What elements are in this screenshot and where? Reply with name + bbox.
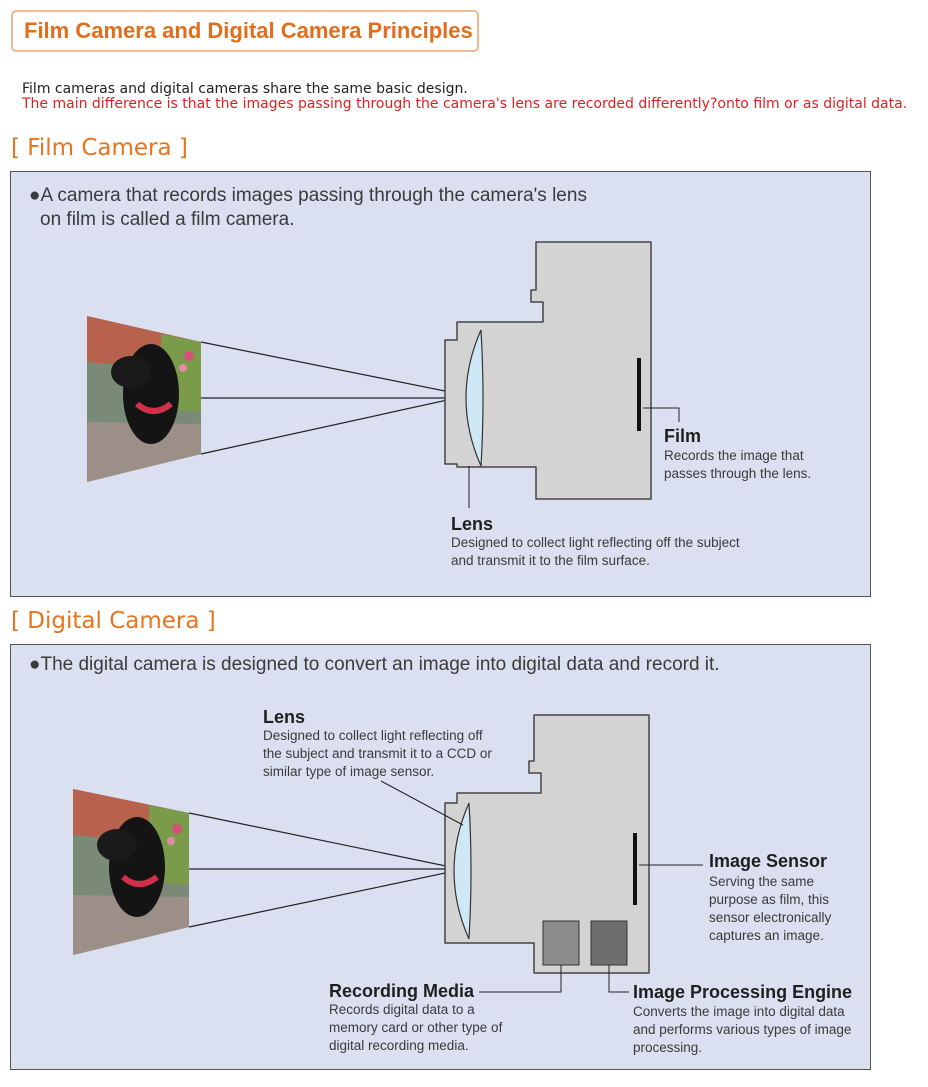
processing-engine-desc-line-3: processing. [633, 1040, 703, 1055]
image-sensor-label: Image Sensor [709, 851, 828, 871]
image-sensor-desc-line-2: purpose as film, this [709, 892, 830, 907]
processing-engine-chip [590, 920, 628, 966]
lens-desc-line-2: and transmit it to the film surface. [451, 553, 650, 568]
recording-media-desc-line-1: Records digital data to a [329, 1002, 475, 1017]
processing-engine-label: Image Processing Engine [633, 982, 853, 1002]
lens-label: Lens [263, 707, 306, 727]
film-lead-line-2: on film is called a film camera. [40, 209, 295, 230]
camera-body [444, 241, 652, 500]
recording-media-label: Recording Media [329, 981, 475, 1001]
lens-desc-line-3: similar type of image sensor. [263, 764, 435, 779]
film-desc-line-1: Records the image that [664, 448, 804, 463]
film-camera-heading: [ Film Camera ] [11, 135, 188, 161]
digital-camera-illustration [73, 714, 703, 993]
film-strip [637, 358, 641, 431]
lens-label: Lens [451, 514, 494, 534]
film-label: Film [664, 426, 702, 446]
image-sensor-desc-line-3: sensor electronically [709, 910, 832, 925]
film-desc-line-2: passes through the lens. [664, 466, 812, 481]
intro-text-line-2: The main difference is that the images p… [22, 96, 908, 112]
image-sensor [633, 833, 637, 905]
subject-photo [73, 789, 189, 955]
recording-media-desc-line-2: memory card or other type of [329, 1020, 503, 1035]
lens-element [465, 329, 484, 467]
processing-engine-desc-line-1: Converts the image into digital data [633, 1004, 845, 1019]
lens-desc-line-2: the subject and transmit it to a CCD or [263, 746, 492, 761]
film-lead-line-1: ●A camera that records images passing th… [29, 185, 587, 206]
film-callout-line [643, 407, 680, 422]
recording-media-chip [542, 920, 580, 966]
digital-camera-heading: [ Digital Camera ] [11, 608, 216, 634]
lens-desc-line-1: Designed to collect light reflecting off… [451, 535, 740, 550]
film-camera-diagram: ●A camera that records images passing th… [10, 171, 871, 597]
recording-media-desc-line-3: digital recording media. [329, 1038, 469, 1053]
camera-body [444, 714, 650, 974]
digital-lead: ●The digital camera is designed to conve… [29, 654, 720, 675]
image-sensor-desc-line-4: captures an image. [709, 928, 824, 943]
image-sensor-desc-line-1: Serving the same [709, 874, 815, 889]
processing-engine-desc-line-2: and performs various types of image [633, 1022, 852, 1037]
subject-photo [87, 316, 201, 482]
engine-callout-line [608, 965, 629, 993]
lens-desc-line-1: Designed to collect light reflecting off [263, 728, 483, 743]
page-title: Film Camera and Digital Camera Principle… [24, 18, 473, 43]
lens-element [453, 802, 472, 940]
media-callout-line [479, 965, 562, 993]
page-title-box: Film Camera and Digital Camera Principle… [11, 10, 479, 52]
digital-camera-diagram: ●The digital camera is designed to conve… [10, 644, 871, 1070]
film-camera-illustration [87, 241, 680, 508]
lens-callout-line [380, 780, 464, 826]
intro-text-line-1: Film cameras and digital cameras share t… [22, 81, 468, 97]
